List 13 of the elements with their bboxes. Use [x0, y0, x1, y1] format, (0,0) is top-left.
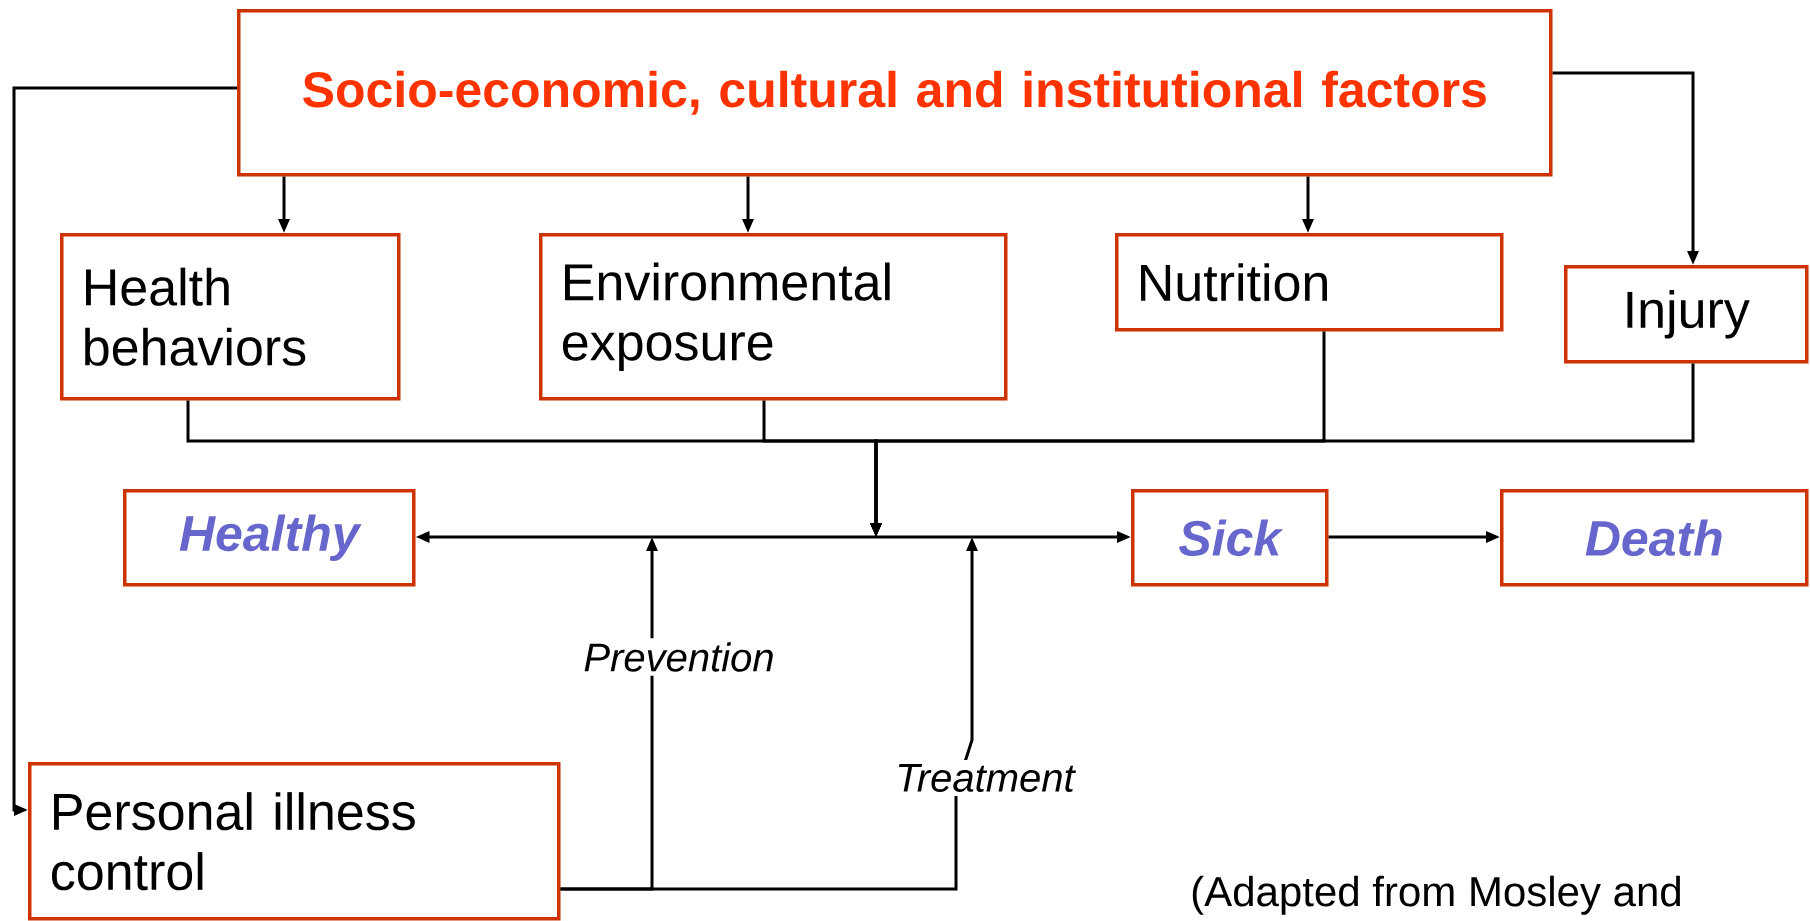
factor-box: Injury	[1564, 265, 1809, 364]
state-box: Healthy	[123, 489, 416, 587]
factor-box: Nutrition	[1115, 233, 1504, 332]
factor-box: Environmental exposure	[539, 233, 1008, 401]
factor-box: Health behaviors	[60, 233, 401, 401]
source-note: (Adapted from Mosley and	[1192, 875, 1680, 915]
factor-box: Personal illness control	[28, 762, 561, 921]
edge-label: Prevention	[579, 638, 779, 676]
arrow	[12, 86, 237, 816]
heading-box: Socio-economic, cultural and institutional factors	[237, 9, 1553, 177]
state-box: Death	[1500, 489, 1809, 587]
edge-label: Treatment	[891, 760, 1079, 796]
state-box: Sick	[1131, 489, 1329, 587]
